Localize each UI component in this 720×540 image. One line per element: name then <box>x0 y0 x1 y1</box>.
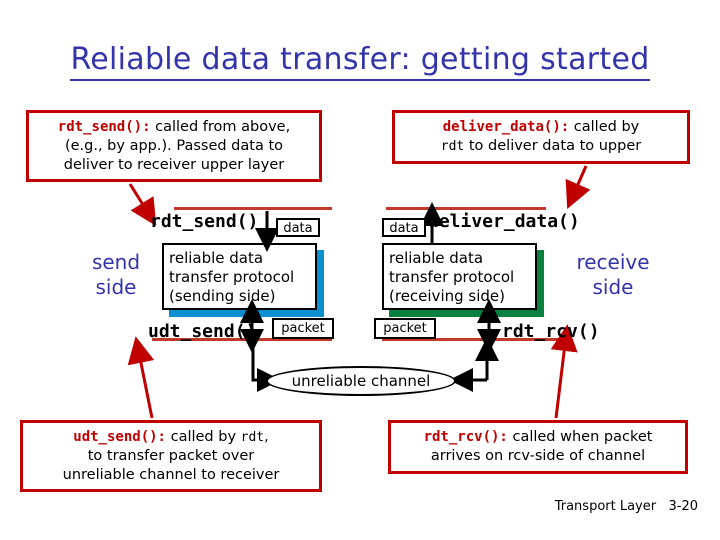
page-title: Reliable data transfer: getting started <box>0 42 720 81</box>
page-title-text: Reliable data transfer: getting started <box>70 42 650 81</box>
callout-deliver-data-mono: rdt <box>440 139 465 154</box>
packet-unit-left: packet <box>272 318 334 339</box>
arrow-udt-send-callout <box>127 336 155 419</box>
callout-rdt-send-text: called from above, (e.g., by app.). Pass… <box>63 119 291 173</box>
layer-rule-receiver-top <box>386 207 546 210</box>
receive-side-label: receive side <box>576 250 650 299</box>
data-unit-left: data <box>276 218 320 237</box>
callout-udt-send-fn: udt_send(): <box>73 429 166 445</box>
sender-protocol-box: reliable data transfer protocol (sending… <box>162 243 324 317</box>
callout-udt-send-mono: rdt <box>240 430 265 445</box>
unreliable-channel-label: unreliable channel <box>291 372 431 390</box>
callout-rdt-rcv: rdt_rcv(): called when packet arrives on… <box>388 420 688 474</box>
label-rdt-send: rdt_send() <box>150 211 259 232</box>
receiver-protocol-box-label: reliable data transfer protocol (receivi… <box>382 243 537 310</box>
callout-deliver-data: deliver_data(): called by rdt to deliver… <box>392 110 690 164</box>
sender-protocol-box-label: reliable data transfer protocol (sending… <box>162 243 317 310</box>
slide-footer: Transport Layer 3-20 <box>554 499 698 514</box>
arrow-sender-to-channel <box>251 340 281 392</box>
callout-deliver-data-fn: deliver_data(): <box>442 119 570 135</box>
callout-rdt-rcv-text: called when packet arrives on rcv-side o… <box>430 429 653 464</box>
label-udt-send: udt_send() <box>148 321 257 342</box>
callout-udt-send-text-before: called by <box>165 429 241 445</box>
arrow-rdt-rcv-callout <box>550 324 578 419</box>
arrow-deliver-data-callout <box>565 165 591 209</box>
receiver-protocol-box: reliable data transfer protocol (receivi… <box>382 243 544 317</box>
packet-unit-right: packet <box>374 318 436 339</box>
callout-deliver-data-text-before: called by <box>573 119 640 135</box>
callout-deliver-data-text-after: to deliver data to upper <box>464 138 642 154</box>
data-unit-right: data <box>382 218 426 237</box>
callout-rdt-send-fn: rdt_send(): <box>57 119 151 135</box>
send-side-label: send side <box>91 250 141 299</box>
callout-udt-send-text-after: , to transfer packet over unreliable cha… <box>62 429 280 483</box>
callout-rdt-send: rdt_send(): called from above, (e.g., by… <box>26 110 322 182</box>
label-deliver-data: deliver_data() <box>428 211 580 232</box>
arrow-rdt-send-callout <box>128 183 157 227</box>
unreliable-channel-shape <box>266 366 456 396</box>
layer-rule-sender-top <box>174 207 332 210</box>
layer-rule-receiver-bottom <box>382 338 562 341</box>
unreliable-channel: unreliable channel <box>258 366 464 396</box>
callout-rdt-rcv-fn: rdt_rcv(): <box>423 429 508 445</box>
label-rdt-rcv: rdt_rcv() <box>502 321 600 342</box>
callout-udt-send: udt_send(): called by rdt, to transfer p… <box>20 420 322 492</box>
